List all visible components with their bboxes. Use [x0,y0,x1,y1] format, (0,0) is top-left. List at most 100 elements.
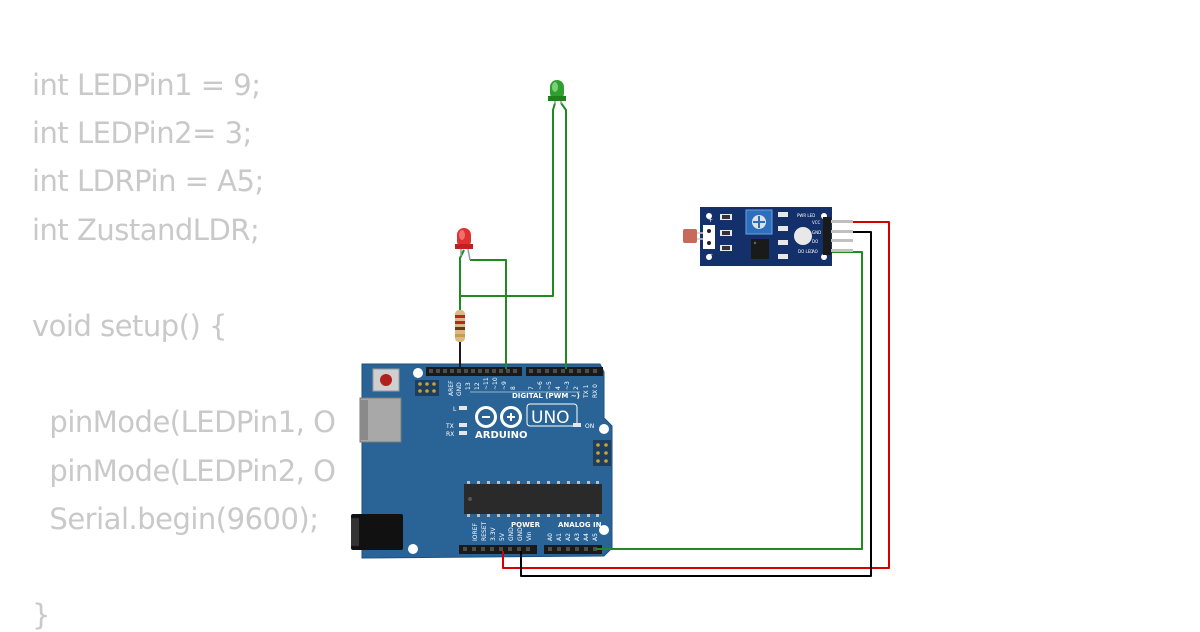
label-a3: A3 [574,533,581,541]
code-line: } [32,598,50,632]
label-d6: ~6 [537,381,544,390]
label-d9: ~9 [501,381,508,390]
wire-green-led-to-d3[interactable] [560,102,567,369]
uno-badge [526,403,578,427]
led-l-icon [459,406,467,410]
led-l-label: L [453,406,457,413]
code-line: Serial.begin(9600); [32,501,319,536]
label-a4: A4 [583,533,590,541]
smd-component [778,226,788,231]
sensor-header [823,217,831,255]
wire-red-led-to-d9[interactable] [470,259,507,369]
wire-gnd-to-gnd[interactable] [520,231,872,577]
analog-pin-labels: A0 A1 A2 A3 A4 A5 [547,533,599,541]
led-tx-icon [459,423,467,427]
comparator-ic [751,239,769,259]
label-a1: A1 [556,533,563,541]
wire-red-led-leg[interactable] [459,249,465,310]
code-line: pinMode(LEDPin1, O [32,405,336,440]
label-ioref: IOREF [472,523,479,541]
label-d10: ~10 [492,377,499,390]
code-line: pinMode(LEDPin2, O [32,453,336,488]
ldr-sensor-module[interactable]: PWR LED DO LED VCC GND DO AO + − [683,207,853,266]
reset-button-cap[interactable] [380,374,392,386]
led-tx-label: TX [445,423,454,430]
label-5v: 5V [499,532,506,541]
mounting-hole [821,254,827,260]
label-a2: A2 [565,533,572,541]
smd-component [778,254,788,259]
led-rx-icon [459,431,467,435]
label-d11: ~11 [483,377,490,390]
label-d3: ~3 [564,381,571,390]
uno-model: UNO [531,408,570,428]
icsp-header-right [593,440,611,466]
analog-header[interactable] [544,545,602,554]
pin-label-vcc: VCC [812,220,821,225]
pwr-led-label: PWR LED [797,213,815,218]
code-line: int LEDPin1 = 9; [32,68,261,102]
power-label: POWER [511,521,541,529]
label-gnd1: GND [508,527,515,541]
label-3v3: 3.3V [490,526,497,541]
usb-connector-shade [360,400,368,440]
power-pin-labels: IOREF RESET 3.3V 5V GND GND Vin [472,521,533,541]
digital-pwm-label: DIGITAL (PWM ~) [512,392,580,400]
label-d8: 8 [510,386,517,390]
label-d12: 12 [474,382,481,390]
power-jack-shade [351,518,359,546]
label-d5: ~5 [546,381,553,390]
label-a0: A0 [547,533,554,541]
mounting-hole [413,368,423,378]
pin-label-gnd: GND [812,230,821,235]
atmega-chip [464,481,602,517]
digital-pin-labels: AREF GND 13 12 ~11 ~10 ~9 8 7 ~6 ~5 4 ~3… [448,377,599,399]
power-header[interactable] [459,545,537,554]
smd-component [778,212,788,217]
wire-green-led-to-resistor[interactable] [459,102,556,310]
label-a5: A5 [592,533,599,541]
sensor-header-pins[interactable] [831,220,853,252]
analog-label: ANALOG IN [558,521,602,529]
photoresistor [683,229,697,243]
bottom-pin-holes [463,547,597,551]
label-gnd2: GND [517,527,524,541]
minus-mark: − [708,251,713,258]
arduino-uno-board[interactable]: AREF GND 13 12 ~11 ~10 ~9 8 7 ~6 ~5 4 ~3… [351,363,613,559]
label-aref: AREF [448,380,455,396]
code-line: int ZustandLDR; [32,212,260,247]
arduino-brand: ARDUINO [475,430,527,441]
pin-label-do: DO [812,239,818,244]
mounting-hole [706,213,712,219]
label-d4: 4 [555,386,562,390]
power-jack [351,514,403,550]
label-rx0: RX 0 [592,384,599,398]
plus-mark: + [708,217,713,224]
mounting-hole [706,254,712,260]
led-on-icon [573,423,581,427]
red-led[interactable] [455,228,473,261]
led-rx-label: RX [446,431,454,438]
label-reset: RESET [481,521,488,541]
label-tx1: TX 1 [583,384,590,399]
wire-a5-to-ao[interactable] [596,251,863,550]
sensor-pin-labels: VCC GND DO AO [812,220,821,254]
ldr-socket [703,225,715,249]
label-vin: Vin [526,531,533,541]
arduino-logo [475,406,522,428]
resistor[interactable] [455,310,465,342]
smd-component [778,240,788,245]
label-d13: 13 [465,382,472,390]
label-d7: 7 [528,386,535,390]
led-on-label: ON [585,423,594,430]
label-d2: 2 [573,386,580,390]
mounting-hole [408,544,418,554]
mounting-hole [599,424,609,434]
code-line: void setup() { [32,309,228,343]
wire-5v-to-vcc[interactable] [502,221,890,569]
do-led-label: DO LED [798,249,813,254]
green-led[interactable] [548,80,566,104]
code-line: int LDRPin = A5; [32,164,264,199]
